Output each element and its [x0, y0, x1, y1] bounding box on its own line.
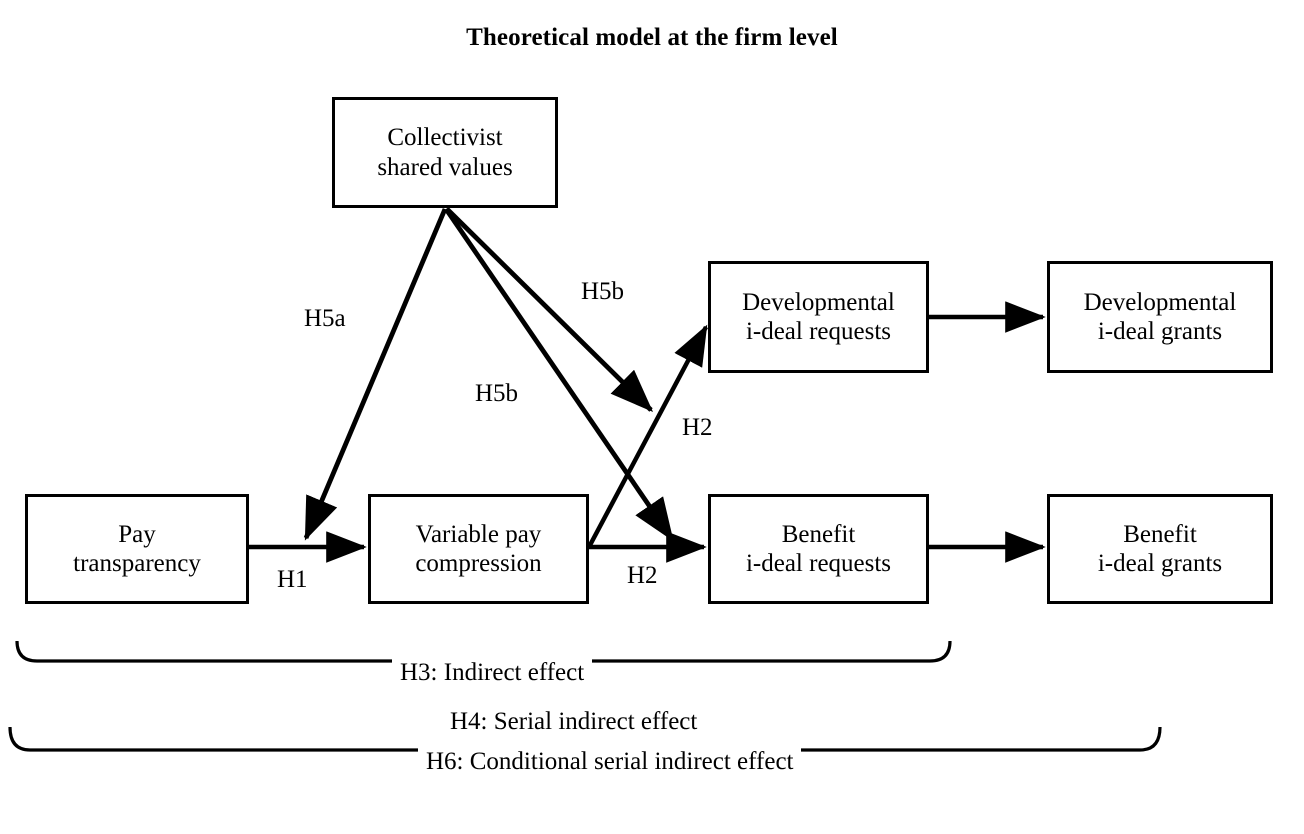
node-developmental-requests-line1: Developmental [742, 288, 895, 316]
node-benefit-grants-line2: i-deal grants [1097, 550, 1223, 577]
node-developmental-grants-line1: Developmental [1083, 288, 1237, 316]
node-benefit-i-deal-requests[interactable]: Benefit i-deal requests [708, 494, 929, 604]
bracket-label-h4: H4: Serial indirect effect [442, 708, 706, 736]
node-developmental-grants-line2: i-deal grants [1097, 318, 1223, 345]
arrow-variable-pay-to-developmental-requests [587, 324, 708, 549]
node-benefit-i-deal-grants[interactable]: Benefit i-deal grants [1047, 494, 1273, 604]
arrow-moderation-h5b-benefit [444, 207, 674, 542]
node-variable-pay-line2: compression [415, 550, 542, 577]
edge-label-h2-developmental: H2 [682, 414, 713, 441]
bracket-label-h6: H6: Conditional serial indirect effect [418, 748, 802, 776]
node-pay-transparency-line1: Pay [118, 520, 156, 548]
figure-title: Theoretical model at the firm level [466, 24, 838, 51]
node-developmental-i-deal-requests[interactable]: Developmental i-deal requests [708, 261, 929, 373]
node-benefit-requests-line2: i-deal requests [745, 550, 892, 577]
node-developmental-i-deal-grants[interactable]: Developmental i-deal grants [1047, 261, 1273, 373]
node-collectivist-line1: Collectivist [387, 124, 503, 151]
node-benefit-requests-line1: Benefit [781, 520, 856, 548]
node-pay-transparency-line2: transparency [73, 550, 201, 577]
edge-label-h2-benefit: H2 [627, 562, 658, 589]
node-variable-pay-compression[interactable]: Variable pay compression [368, 494, 589, 604]
edge-label-h5b-lower: H5b [475, 380, 519, 407]
node-variable-pay-line1: Variable pay [415, 520, 542, 548]
node-pay-transparency[interactable]: Pay transparency [25, 494, 249, 604]
node-developmental-requests-line2: i-deal requests [745, 318, 892, 345]
node-collectivist-line2: shared values [377, 153, 513, 181]
node-collectivist-shared-values[interactable]: Collectivist shared values [332, 97, 558, 208]
arrow-moderation-h5a [303, 208, 448, 541]
edge-label-h1: H1 [277, 566, 308, 593]
edge-label-h5a: H5a [304, 305, 346, 332]
edge-label-h5b-upper: H5b [581, 278, 625, 305]
bracket-label-h3: H3: Indirect effect [392, 659, 593, 687]
arrow-moderation-h5b-developmental [445, 207, 654, 413]
node-benefit-grants-line1: Benefit [1123, 520, 1197, 548]
